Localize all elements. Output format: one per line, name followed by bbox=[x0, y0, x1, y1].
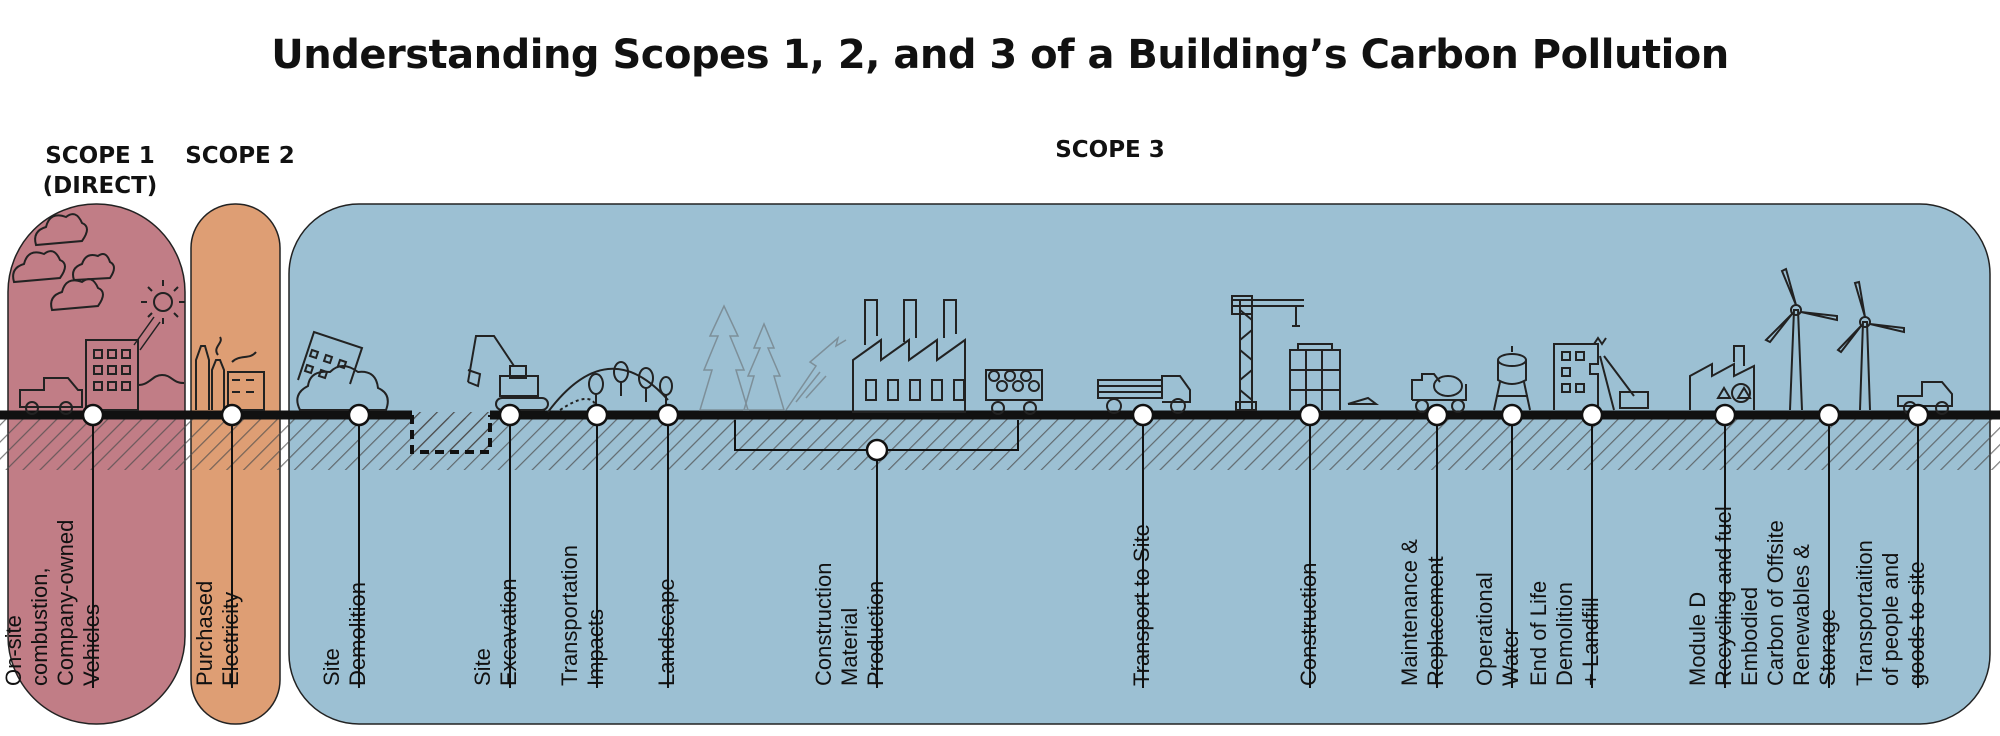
wind-turbine-icon bbox=[1764, 267, 1905, 411]
clouds-icon bbox=[12, 213, 115, 312]
stage-label-line: Purchased bbox=[192, 580, 217, 686]
deforestation-icon bbox=[698, 304, 847, 411]
stage-node bbox=[865, 438, 889, 462]
stage-label-line: Impacts bbox=[583, 608, 608, 686]
stage-label-line: Construction bbox=[1296, 562, 1321, 686]
power-plant-icon bbox=[195, 336, 265, 411]
crane-icon bbox=[1231, 295, 1304, 411]
factory-icon bbox=[852, 299, 966, 413]
stage-label-line: Demolition bbox=[1552, 582, 1577, 686]
stage-label-line: Replacement bbox=[1423, 556, 1448, 686]
scope2-heading: SCOPE 2 bbox=[185, 143, 295, 169]
scope1-heading-line2: (DIRECT) bbox=[42, 173, 158, 199]
stage-label-line: Transportation bbox=[557, 544, 582, 686]
excavator-icon bbox=[467, 335, 549, 411]
truck-icon bbox=[19, 377, 83, 415]
stage-label-line: Renewables & bbox=[1789, 544, 1814, 686]
stage-node bbox=[81, 403, 105, 427]
trees-icon bbox=[547, 361, 673, 413]
cement-truck-icon bbox=[1411, 373, 1467, 413]
stage-label-text: Transport to Site bbox=[1129, 524, 1155, 686]
stage-label-line: Water bbox=[1498, 628, 1523, 686]
stage-node bbox=[1817, 403, 1841, 427]
stage-label-line: Storage bbox=[1815, 608, 1840, 686]
stage-node bbox=[1580, 403, 1604, 427]
stage-node bbox=[585, 403, 609, 427]
stage-label-line: Production bbox=[863, 580, 888, 686]
stage-label-line: goods to site bbox=[1904, 561, 1929, 686]
stage-node bbox=[1500, 403, 1524, 427]
page-title: Understanding Scopes 1, 2, and 3 of a Bu… bbox=[271, 32, 1729, 78]
flatbed-truck-icon bbox=[1097, 375, 1191, 414]
stage-label-line: Construction bbox=[811, 562, 836, 686]
stage-label-line: of people and bbox=[1878, 552, 1903, 686]
stage-label-line: Operational bbox=[1472, 572, 1497, 686]
stage-node bbox=[347, 403, 371, 427]
stage-node bbox=[498, 403, 522, 427]
stage-label-line: Transportaition bbox=[1852, 540, 1877, 686]
stage-label-line: Transport to Site bbox=[1129, 524, 1154, 686]
scope1-heading-line1: SCOPE 1 bbox=[45, 143, 155, 169]
stage-label-text: Landscape bbox=[654, 578, 680, 686]
stage-node bbox=[1425, 403, 1449, 427]
stage-label-line: Electricity bbox=[218, 591, 243, 686]
stage-label-line: Carbon of Offsite bbox=[1763, 520, 1788, 686]
collapsing-building-icon bbox=[296, 330, 389, 411]
stage-label-line: Company-owned bbox=[53, 519, 78, 686]
office-building-icon bbox=[85, 339, 185, 411]
stage-label-line: Excavation bbox=[496, 578, 521, 686]
stage-label-line: Site bbox=[319, 648, 344, 686]
stage-label-line: Vehicles bbox=[79, 604, 104, 686]
scope1-heading: SCOPE 1 (DIRECT) bbox=[20, 141, 180, 201]
stage-label-line: End of Life bbox=[1526, 580, 1551, 686]
excavation-outline bbox=[410, 415, 492, 454]
stage-connectors bbox=[81, 403, 1930, 688]
stage-label-text: Construction bbox=[1296, 562, 1322, 686]
stage-node bbox=[1906, 403, 1930, 427]
demolition-crane-icon bbox=[1553, 336, 1649, 411]
stage-label-line: + Landfill bbox=[1578, 597, 1603, 686]
stage-node bbox=[656, 403, 680, 427]
stage-node bbox=[1713, 403, 1737, 427]
stage-label-line: On-site bbox=[1, 615, 26, 686]
stage-label-line: Embodied bbox=[1737, 586, 1762, 686]
stage-node bbox=[220, 403, 244, 427]
stage-node bbox=[1298, 403, 1322, 427]
stage-label-line: Site bbox=[470, 648, 495, 686]
stage-label-line: Landscape bbox=[654, 578, 679, 686]
water-tower-icon bbox=[1493, 346, 1531, 411]
scaffold-icon bbox=[1289, 343, 1379, 410]
stage-label-line: Demolition bbox=[345, 582, 370, 686]
stage-label-line: combustion, bbox=[27, 567, 52, 686]
stage-label-text: Maintenance &Replacement bbox=[1397, 539, 1449, 686]
scope3-heading: SCOPE 3 bbox=[1055, 137, 1165, 163]
stage-node bbox=[1131, 403, 1155, 427]
stage-label-line: Maintenance & bbox=[1397, 539, 1422, 686]
stage-label-line: Module D bbox=[1685, 591, 1710, 686]
stage-label-line: Recycling and fuel bbox=[1711, 506, 1736, 686]
recycling-factory-icon bbox=[1689, 345, 1755, 410]
ground-hatch bbox=[0, 418, 2000, 470]
stage-label-line: Material bbox=[837, 607, 862, 686]
excavation-pit bbox=[412, 412, 490, 452]
log-truck-icon bbox=[985, 369, 1043, 415]
